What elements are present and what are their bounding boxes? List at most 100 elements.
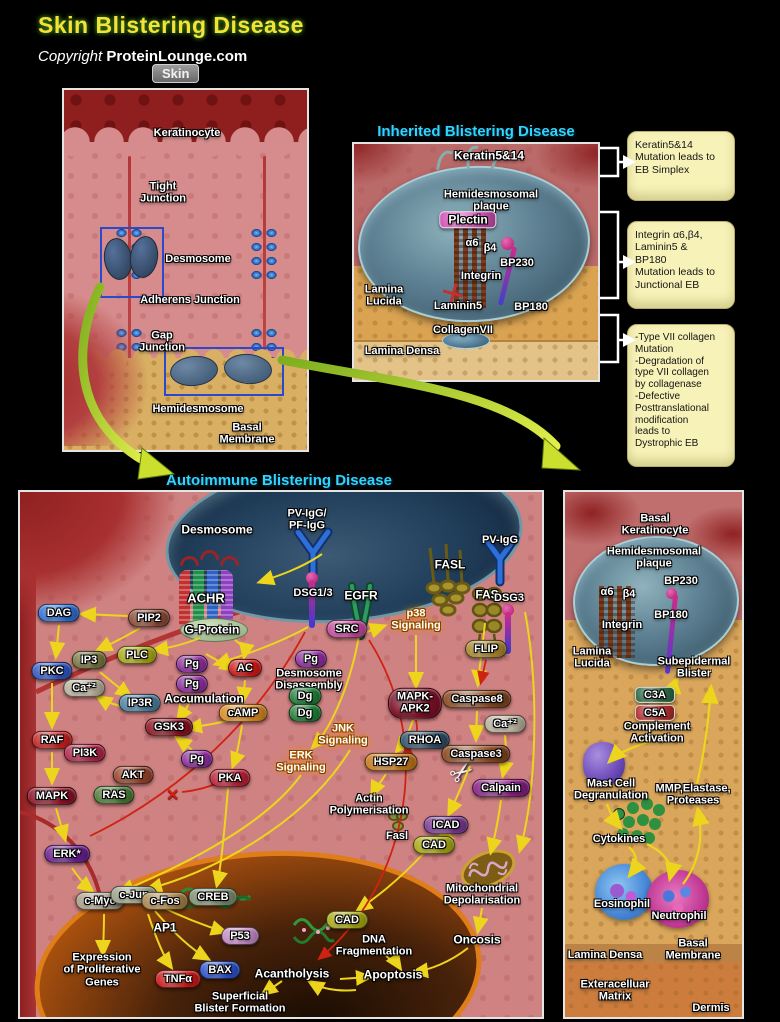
tnfa-node: TNFα: [154, 969, 202, 989]
lamina-densa-label: Lamina Densa: [567, 948, 643, 961]
cad2-node: CAD: [326, 910, 368, 930]
hsp27-node: HSP27: [364, 752, 418, 772]
subepidermal-blister-label: Subepidermal Blister: [657, 655, 731, 680]
antibody-pv-igg-icon: [480, 533, 520, 587]
rhoa-node: RHOA: [399, 730, 451, 750]
callout-dystrophic-eb: -Type VII collagen Mutation -Degradation…: [627, 324, 735, 467]
creb-node: CREB: [188, 887, 238, 907]
mast-cell-degranulation-label: Mast Cell Degranulation: [574, 777, 648, 802]
fasl-ligand-icon: [425, 543, 471, 617]
achr-receptor: [179, 570, 233, 626]
pg3-node: Pg: [294, 649, 328, 669]
erk-node: ERK*: [44, 844, 90, 864]
pv-igg-label: PV-IgG: [481, 533, 519, 546]
achr-label: ACHR: [187, 590, 225, 606]
camp-node: cAMP: [218, 703, 268, 723]
lamina-lucida-label: Lamina Lucida: [572, 645, 612, 670]
dsg3-label: DSG3: [494, 591, 524, 604]
c5a-chip: C5A: [634, 704, 676, 722]
src-node: SRC: [326, 619, 368, 639]
gap-junction-label: Gap Junction: [139, 329, 185, 354]
calpain-node: Calpain: [472, 778, 530, 798]
right-lamina-densa-strip: [565, 944, 742, 964]
pip2-node: PIP2: [128, 608, 170, 628]
mitochondrial-depolarisation-label: Mitochondrial Depolarisation: [443, 882, 521, 907]
raf-node: RAF: [31, 730, 73, 750]
neutrophil-label: Neutrophil: [651, 909, 707, 922]
rete-ridges: [64, 124, 307, 160]
superficial-blister-label: Superficial Blister Formation: [194, 990, 286, 1015]
dag-node: DAG: [37, 603, 81, 623]
cad1-node: CAD: [413, 835, 455, 855]
plc-node: PLC: [117, 645, 157, 665]
basal-membrane-label: Basal Membrane: [665, 937, 721, 962]
dsg3-pin-stem: [505, 612, 511, 654]
hemidesmosomal-plaque-label: Hemidesmosomal plaque: [443, 188, 539, 213]
autoimmune-panel-title: Autoimmune Blistering Disease: [166, 472, 392, 489]
desmosome-label: Desmosome: [181, 522, 253, 537]
akt-node: AKT: [112, 765, 154, 785]
mapk-node: MAPK: [26, 786, 78, 806]
pv-pf-igg-label: PV-IgG/ PF-IgG: [287, 507, 327, 532]
alpha6-label: α6: [465, 236, 479, 249]
ac-node: AC: [228, 658, 262, 678]
cfos-node: c-Fos: [141, 891, 189, 911]
pg1-node: Pg: [175, 654, 209, 674]
bax-node: BAX: [199, 960, 241, 980]
basal-membrane-label: Basal Membrane: [219, 421, 275, 446]
accumulation-label: Accumulation: [164, 691, 244, 706]
c3a-chip: C3A: [634, 686, 676, 704]
dg1-node: Dg: [288, 686, 322, 706]
eosinophil-label: Eosinophil: [593, 897, 651, 910]
page-title: Skin Blistering Disease: [38, 12, 304, 38]
ca2-node: Ca⁺²: [484, 714, 526, 734]
bp180-label: BP180: [654, 608, 688, 621]
icad-node: ICAD: [423, 815, 469, 835]
copyright-line: Copyright ProteinLounge.com: [38, 48, 247, 65]
mmp-elastase-label: MMP,Elastase, Proteases: [655, 782, 731, 807]
dsg13-label: DSG1/3: [293, 586, 333, 599]
hemidesmosomal-plaque-label: Hemidesmosomal plaque: [606, 545, 702, 570]
oncosis-label: Oncosis: [453, 932, 501, 947]
copyright-prefix: Copyright: [38, 48, 103, 65]
desmosome-label: Desmosome: [165, 252, 231, 265]
pi3k-node: PI3K: [63, 743, 107, 763]
lamina-densa-label: Lamina Densa: [364, 344, 440, 357]
ca1-node: Ca⁺²: [63, 678, 105, 698]
tight-junction-beads-right: [249, 226, 279, 284]
flip-node: FLIP: [465, 639, 507, 659]
copyright-brand: ProteinLounge.com: [106, 48, 248, 65]
erk-signaling-label: ERK Signaling: [276, 749, 326, 774]
fasl-label: FASL: [434, 557, 466, 572]
mitochondria-icon: [460, 849, 516, 889]
pka-node: PKA: [209, 768, 251, 788]
integrin-label: Integrin: [601, 618, 643, 631]
actin-polymerisation-label: Actin Polymerisation: [329, 792, 409, 817]
alpha6-label: α6: [600, 585, 614, 598]
keratin5-14-label: Keratin5&14: [453, 148, 525, 163]
extracellular-matrix-label: Exteracelluar Matrix: [580, 978, 650, 1003]
dna-fragmentation-label: DNA Fragmentation: [335, 933, 413, 958]
ap1-label: AP1: [153, 920, 177, 935]
expression-genes-label: Expression of Proliferative Genes: [63, 951, 141, 989]
callout-eb-simplex: Keratin5&14 Mutation leads to EB Simplex: [627, 131, 735, 201]
right-integrin-bars: [599, 586, 635, 658]
pg2-node: Pg: [175, 674, 209, 694]
dermis-label: Dermis: [692, 1001, 730, 1014]
pg4-node: Pg: [180, 749, 214, 769]
g-protein-label: G-Protein: [184, 622, 240, 637]
callout-junctional-eb: Integrin α6,β4, Laminin5 & BP180 Mutatio…: [627, 221, 735, 309]
caspase8-node: Caspase8: [442, 689, 512, 709]
complement-activation-label: Complement Activation: [623, 720, 691, 745]
p53-node: P53: [221, 926, 259, 946]
skin-tab-badge: Skin: [152, 64, 200, 83]
ip3r-node: IP3R: [118, 693, 162, 713]
right-lamina-band: [565, 620, 742, 950]
beta4-label: β4: [622, 587, 636, 600]
ip3-node: IP3: [71, 650, 107, 670]
right-bp180-head: [666, 588, 677, 599]
dsg13-pin-stem: [309, 580, 315, 628]
p38-signaling-label: p38 Signaling: [391, 607, 441, 632]
